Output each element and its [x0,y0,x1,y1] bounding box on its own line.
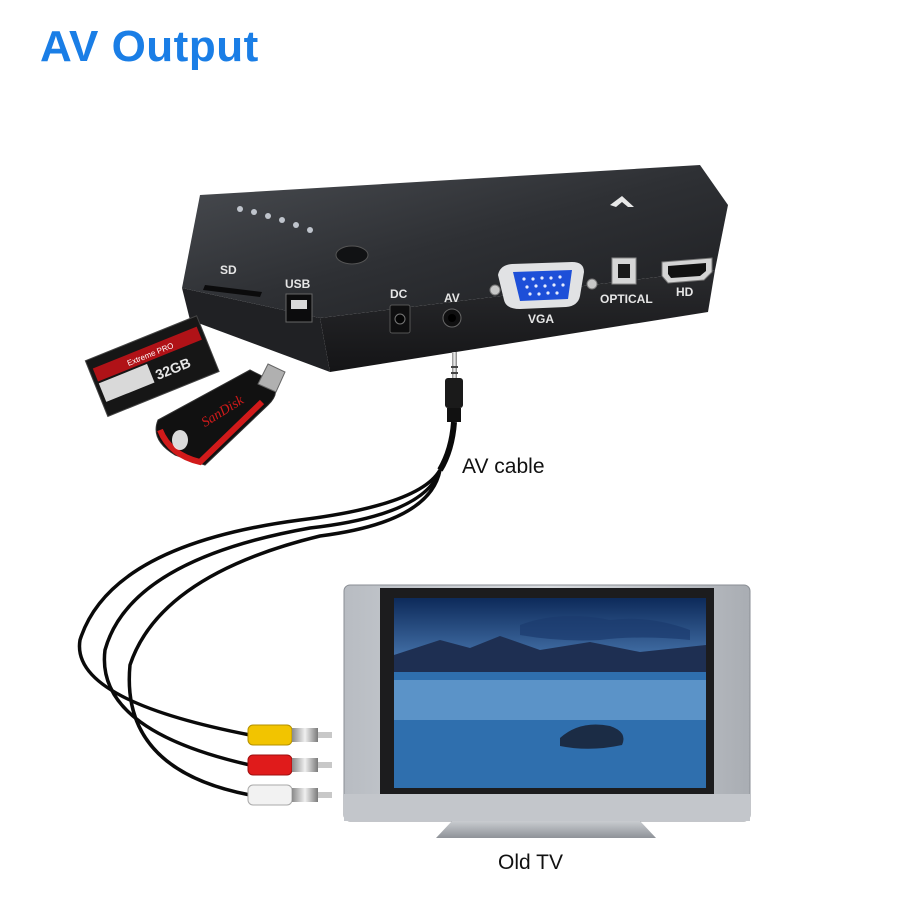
usb-port: USB [285,277,313,323]
vga-port-label: VGA [528,312,554,326]
av-port: AV [442,291,462,328]
vga-port: VGA [489,262,598,326]
rca-plug-yellow [247,724,332,746]
tv-screen [394,598,706,788]
hd-port-label: HD [676,285,694,299]
optical-port-label: OPTICAL [600,292,653,306]
dc-port-label: DC [390,287,408,301]
rca-plug-white [247,784,332,806]
optical-port: OPTICAL [600,257,653,306]
page-title: AV Output [40,22,259,71]
av-port-label: AV [444,291,460,305]
old-tv [343,584,751,838]
usb-port-label: USB [285,277,311,291]
rca-plug-red [247,754,332,776]
dc-port: DC [389,287,411,334]
av-cable [77,352,463,797]
sd-port-label: SD [220,263,237,277]
brand-logo-icon [610,196,634,207]
front-buttons [237,206,369,265]
usb-flash-drive: SanDisk [155,363,286,466]
old-tv-label: Old TV [498,851,563,874]
hd-port: HD [661,257,713,299]
media-player-box: SD USB DC AV [182,165,728,372]
sd-slot: SD [203,263,262,297]
sd-card: 32GB Extreme PRO [84,315,220,418]
av-cable-label: AV cable [462,455,545,478]
